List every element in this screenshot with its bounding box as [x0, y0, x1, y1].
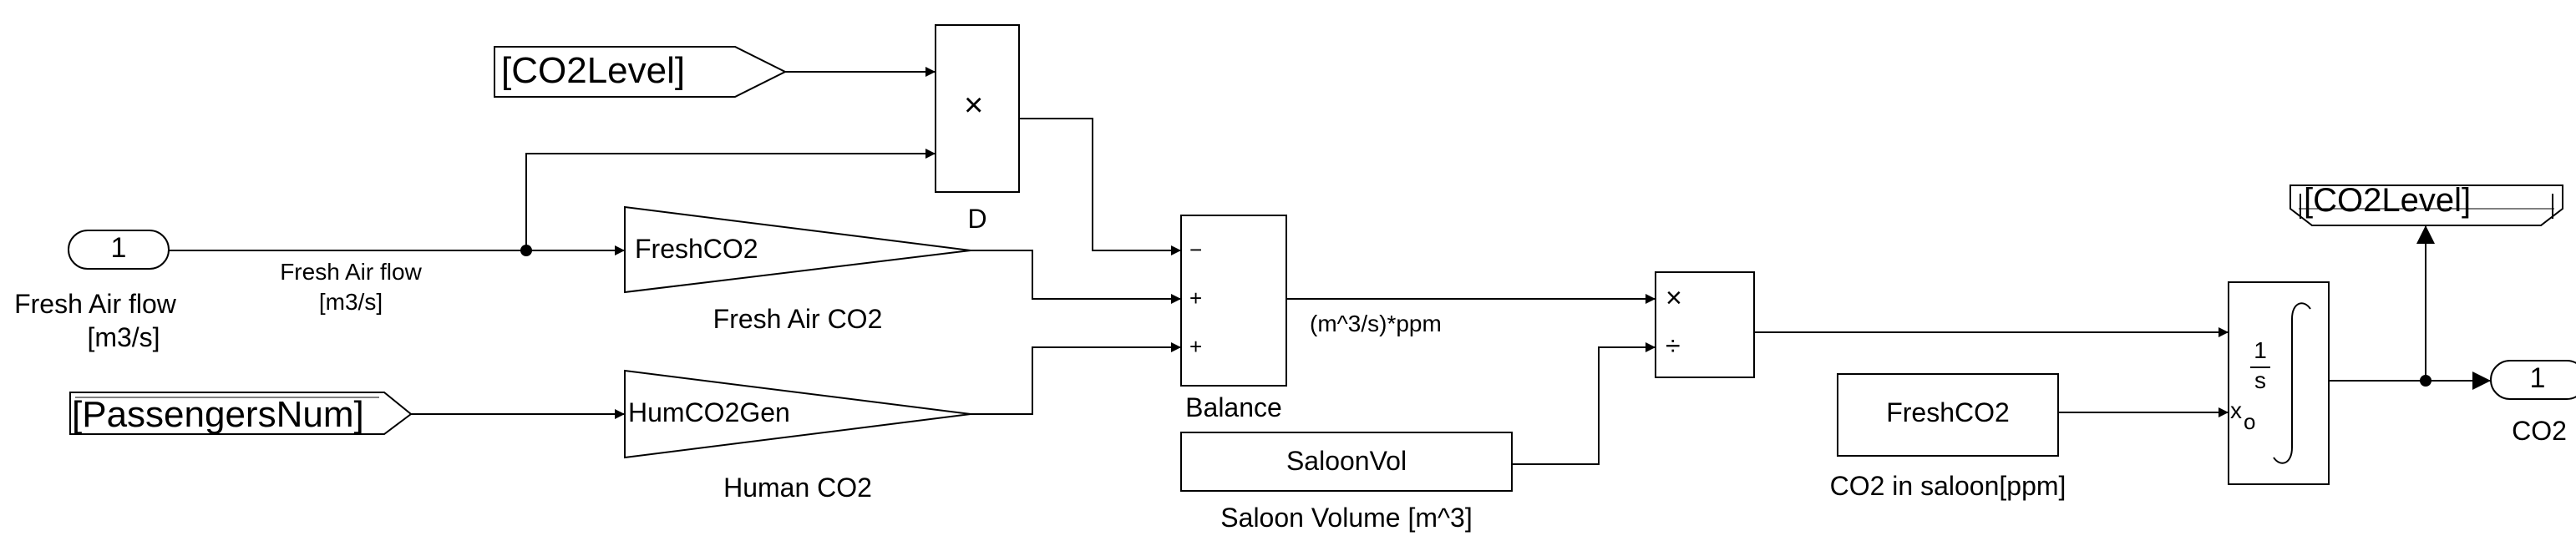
ic-constant-label: CO2 in saloon[ppm] [1829, 471, 2066, 501]
inport-number: 1 [110, 232, 127, 264]
passengers-text: [PassengersNum] [72, 394, 364, 435]
product-block-d[interactable] [935, 24, 1020, 193]
ic-constant-value: FreshCO2 [1886, 397, 2010, 427]
passengers-from-block[interactable] [69, 392, 413, 435]
signal-label-line2: [m3/s] [318, 289, 383, 315]
co2level-from-text: [CO2Level] [2304, 182, 2472, 219]
branch-point-co2 [2420, 375, 2431, 387]
integrator-block[interactable] [2228, 281, 2330, 485]
wire-saloon-to-divide [1512, 342, 1656, 465]
co2level-from-block[interactable] [2289, 185, 2563, 226]
co2level-goto-block[interactable] [494, 46, 788, 98]
integrator-ic-sub: o [2244, 409, 2256, 434]
saloon-label: Saloon Volume [m^3] [1220, 503, 1473, 533]
product-symbol: × [964, 87, 984, 124]
wire-product-to-balance [1019, 118, 1181, 255]
co2level-goto-text: [CO2Level] [501, 50, 686, 91]
wire-fresh-to-balance [971, 250, 1181, 304]
ic-constant-block[interactable] [1837, 373, 2059, 457]
balance-sign-plus-1: + [1189, 286, 1203, 311]
divide-block[interactable] [1655, 271, 1755, 378]
branch-point-fresh-air [520, 245, 532, 256]
inport-label-line1: Fresh Air flow [14, 289, 176, 319]
integrator-num: 1 [2254, 337, 2267, 363]
outport-label: CO2 [2512, 416, 2567, 446]
saloon-value: SaloonVol [1285, 446, 1407, 476]
inport-label-line2: [m3/s] [87, 322, 160, 352]
balance-label: Balance [1185, 392, 1282, 422]
saloon-volume-block[interactable] [1180, 432, 1513, 492]
signal-label-line1: Fresh Air flow [280, 259, 422, 285]
product-label: D [967, 204, 987, 234]
units-label: (m^3/s)*ppm [1310, 311, 1442, 336]
human-gain-value: HumCO2Gen [628, 397, 790, 427]
balance-sign-minus: − [1189, 237, 1203, 262]
integrator-den: s [2254, 367, 2266, 393]
balance-sum-block[interactable] [1180, 215, 1287, 387]
fresh-gain-value: FreshCO2 [635, 234, 758, 264]
integral-sign [2273, 302, 2311, 464]
balance-sign-plus-2: + [1189, 334, 1203, 359]
human-gain-label: Human CO2 [723, 473, 872, 503]
wire-branch-to-product [525, 149, 936, 250]
divide-div-symbol: ÷ [1666, 331, 1681, 361]
divide-mul-symbol: × [1666, 282, 1682, 314]
outport-number: 1 [2529, 362, 2546, 394]
fresh-gain-label: Fresh Air CO2 [712, 304, 883, 334]
wire-human-to-balance [971, 342, 1181, 415]
integrator-ic-x: x [2230, 397, 2242, 423]
